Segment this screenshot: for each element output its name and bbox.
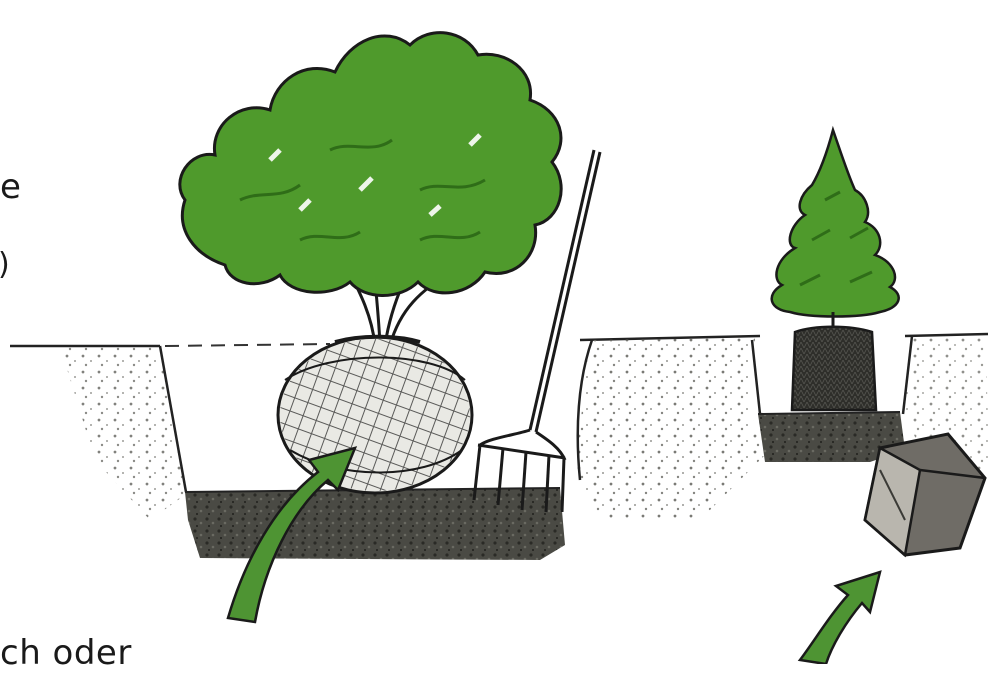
pit-bottom-soil (185, 488, 565, 560)
conifer-root-ball (792, 327, 876, 410)
root-ball (278, 337, 472, 493)
left-soil-wall (60, 346, 186, 520)
text-fragment-middle: ) (0, 250, 10, 280)
conifer-tree (772, 130, 899, 332)
text-fragment-top: e (0, 170, 21, 204)
middle-soil-wall (575, 338, 765, 520)
shrub-canopy (180, 33, 561, 296)
arrow-pot (800, 572, 880, 664)
text-fragment-bottom: ch oder (0, 636, 132, 670)
